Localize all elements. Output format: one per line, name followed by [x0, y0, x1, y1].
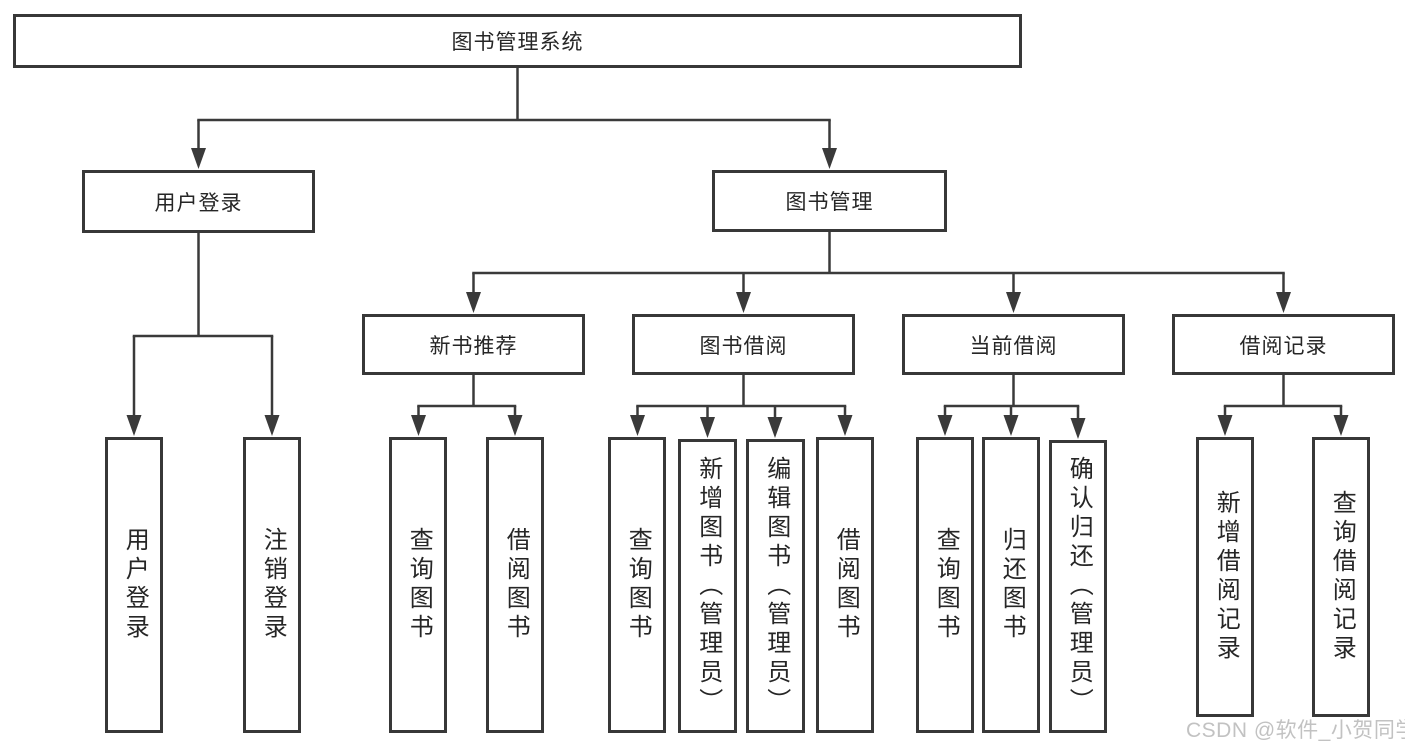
leaf-query-borrow-record-label: 查询借阅记录	[1328, 490, 1356, 664]
node-root-label: 图书管理系统	[451, 31, 584, 54]
leaf-confirm-return-admin-label: 确认归还（管理员）	[1065, 456, 1093, 717]
leaf-add-borrow-record-label: 新增借阅记录	[1212, 490, 1240, 664]
leaf-add-book-admin: 新增图书（管理员）	[678, 439, 737, 733]
leaf-add-borrow-record: 新增借阅记录	[1196, 437, 1254, 717]
node-current-borrowing-label: 当前借阅	[969, 334, 1058, 358]
leaf-borrow-books-recommend: 借阅图书	[486, 437, 544, 733]
node-book-borrowing: 图书借阅	[632, 314, 855, 375]
node-book-borrowing-label: 图书借阅	[699, 334, 788, 358]
leaf-borrow-books-recommend-label: 借阅图书	[502, 527, 530, 643]
node-borrowing-records: 借阅记录	[1172, 314, 1395, 375]
leaf-query-borrow-record: 查询借阅记录	[1312, 437, 1370, 717]
leaf-logout: 注销登录	[243, 437, 301, 733]
node-new-book-recommend-label: 新书推荐	[429, 334, 518, 358]
node-root: 图书管理系统	[13, 14, 1022, 68]
leaf-return-book: 归还图书	[982, 437, 1040, 733]
node-user-login: 用户登录	[82, 170, 315, 233]
leaf-borrow-books-borrow: 借阅图书	[816, 437, 874, 733]
node-new-book-recommend: 新书推荐	[362, 314, 585, 375]
leaf-user-login-label: 用户登录	[121, 527, 149, 643]
node-book-management-label: 图书管理	[785, 191, 874, 214]
leaf-query-books-current: 查询图书	[916, 437, 974, 733]
leaf-query-books-current-label: 查询图书	[932, 527, 960, 643]
node-book-management: 图书管理	[712, 170, 947, 232]
leaf-logout-label: 注销登录	[259, 527, 287, 643]
node-current-borrowing: 当前借阅	[902, 314, 1125, 375]
leaf-borrow-books-borrow-label: 借阅图书	[832, 527, 860, 643]
node-borrowing-records-label: 借阅记录	[1239, 334, 1328, 358]
leaf-query-books-borrow: 查询图书	[608, 437, 666, 733]
node-user-login-label: 用户登录	[154, 191, 243, 215]
leaf-edit-book-admin-label: 编辑图书（管理员）	[762, 455, 790, 717]
leaf-user-login: 用户登录	[105, 437, 163, 733]
leaf-return-book-label: 归还图书	[998, 527, 1026, 643]
watermark: CSDN @软件_小贺同学	[1186, 719, 1405, 742]
leaf-query-books-recommend-label: 查询图书	[405, 527, 433, 643]
leaf-query-books-borrow-label: 查询图书	[624, 527, 652, 643]
leaf-confirm-return-admin: 确认归还（管理员）	[1049, 440, 1107, 733]
leaf-edit-book-admin: 编辑图书（管理员）	[746, 439, 805, 733]
leaf-query-books-recommend: 查询图书	[389, 437, 447, 733]
leaf-add-book-admin-label: 新增图书（管理员）	[694, 455, 722, 717]
